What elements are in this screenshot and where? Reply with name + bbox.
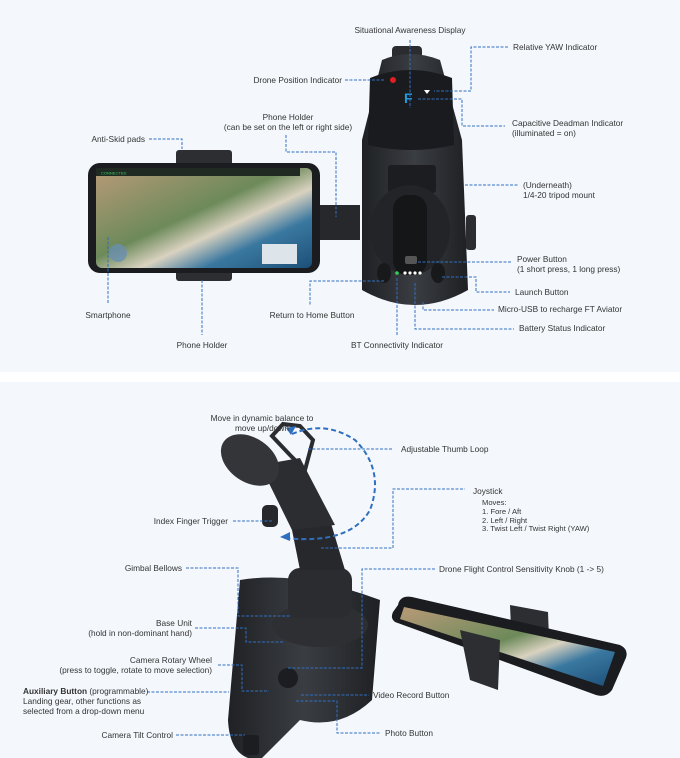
label-drone-position: Drone Position Indicator [253, 75, 342, 85]
label-return-home: Return to Home Button [269, 310, 355, 320]
label-line: selected from a drop-down menu [23, 706, 145, 716]
label-line: (press to toggle, rotate to move selecti… [59, 665, 212, 675]
label-line: (illuminated = on) [512, 128, 576, 138]
label-line: (Underneath) [523, 180, 572, 190]
label-camera-rotary-wheel: Camera Rotary Wheel(press to toggle, rot… [59, 655, 212, 675]
label-bt-connectivity: BT Connectivity Indicator [350, 340, 444, 350]
label-line: Phone Holder [262, 112, 314, 122]
controller-top-view: F [362, 46, 476, 305]
label-battery-status: Battery Status Indicator [519, 323, 606, 333]
label-line: 1. Fore / Aft [482, 506, 522, 516]
label-line: 2. Left / Right [482, 515, 528, 525]
label-index-trigger: Index Finger Trigger [153, 516, 228, 526]
label-capacitive-deadman: Capacitive Deadman Indicator(illuminated… [512, 118, 623, 138]
label-line: Power Button [517, 254, 567, 264]
label-auxiliary-button: Auxiliary Button (programmable) Landing … [23, 686, 148, 716]
label-phone-holder-bottom: Phone Holder [176, 340, 228, 350]
label-line: Moves: [482, 498, 507, 507]
label-bold: Auxiliary Button [23, 686, 88, 696]
camera-tilt-control [243, 735, 259, 755]
phone-top-view: CONNECTED [88, 150, 360, 281]
leader-lines [107, 40, 518, 736]
label-line: move up/down [235, 423, 289, 433]
label-thumb-loop: Adjustable Thumb Loop [401, 444, 489, 454]
label-line: Camera Rotary Wheel [129, 655, 212, 665]
label-line: (hold in non-dominant hand) [88, 628, 192, 638]
label-camera-tilt: Camera Tilt Control [101, 730, 173, 740]
label-line: 1/4-20 tripod mount [523, 190, 595, 200]
label-situational-awareness: Situational Awareness Display [354, 25, 466, 35]
power-button [405, 256, 417, 264]
label-line: Auxiliary Button (programmable) [23, 686, 148, 696]
balance-arc-arrow [284, 427, 376, 541]
label-joystick: Joystick [473, 486, 503, 496]
logo-icon: F [404, 90, 413, 106]
joystick-moves-list: Moves: 1. Fore / Aft 2. Left / Right 3. … [482, 498, 590, 534]
arrow-head-icon [286, 426, 296, 435]
battery-leds [403, 271, 422, 275]
label-rest: (programmable) [87, 686, 149, 696]
label-phone-holder-side: Phone Holder(can be set on the left or r… [224, 112, 352, 132]
label-micro-usb: Micro-USB to recharge FT Aviator [498, 304, 623, 314]
label-line: Base Unit [156, 618, 192, 628]
label-line: (can be set on the left or right side) [223, 122, 353, 132]
label-gimbal-bellows: Gimbal Bellows [124, 563, 182, 573]
controller-side-view [220, 421, 380, 758]
label-line: (1 short press, 1 long press) [517, 264, 621, 274]
label-photo-button: Photo Button [385, 728, 433, 738]
label-relative-yaw: Relative YAW Indicator [513, 42, 598, 52]
label-video-record: Video Record Button [373, 690, 450, 700]
label-line: Landing gear, other functions as [23, 696, 142, 706]
phone-side-view [391, 596, 627, 696]
yaw-indicator-icon [424, 90, 430, 94]
return-home-button [377, 263, 391, 283]
label-tripod-mount: (Underneath)1/4-20 tripod mount [523, 180, 595, 200]
label-power-button: Power Button(1 short press, 1 long press… [517, 254, 620, 274]
camera-rotary-wheel [278, 668, 298, 688]
label-line: Move in dynamic balance to [210, 413, 314, 423]
drone-position-led [390, 77, 396, 83]
label-line: 3. Twist Left / Twist Right (YAW) [482, 524, 590, 534]
bt-led [395, 271, 399, 275]
panel-divider [0, 372, 680, 382]
phone-status-text: CONNECTED [101, 171, 126, 176]
label-launch-button: Launch Button [515, 287, 569, 297]
arrow-head-icon [280, 532, 290, 541]
label-smartphone: Smartphone [85, 310, 131, 320]
label-sensitivity-knob: Drone Flight Control Sensitivity Knob (1… [439, 564, 604, 574]
label-anti-skid: Anti-Skid pads [91, 134, 146, 144]
label-line: Capacitive Deadman Indicator [512, 118, 624, 128]
label-base-unit: Base Unit(hold in non-dominant hand) [88, 618, 192, 638]
launch-button [431, 263, 445, 283]
